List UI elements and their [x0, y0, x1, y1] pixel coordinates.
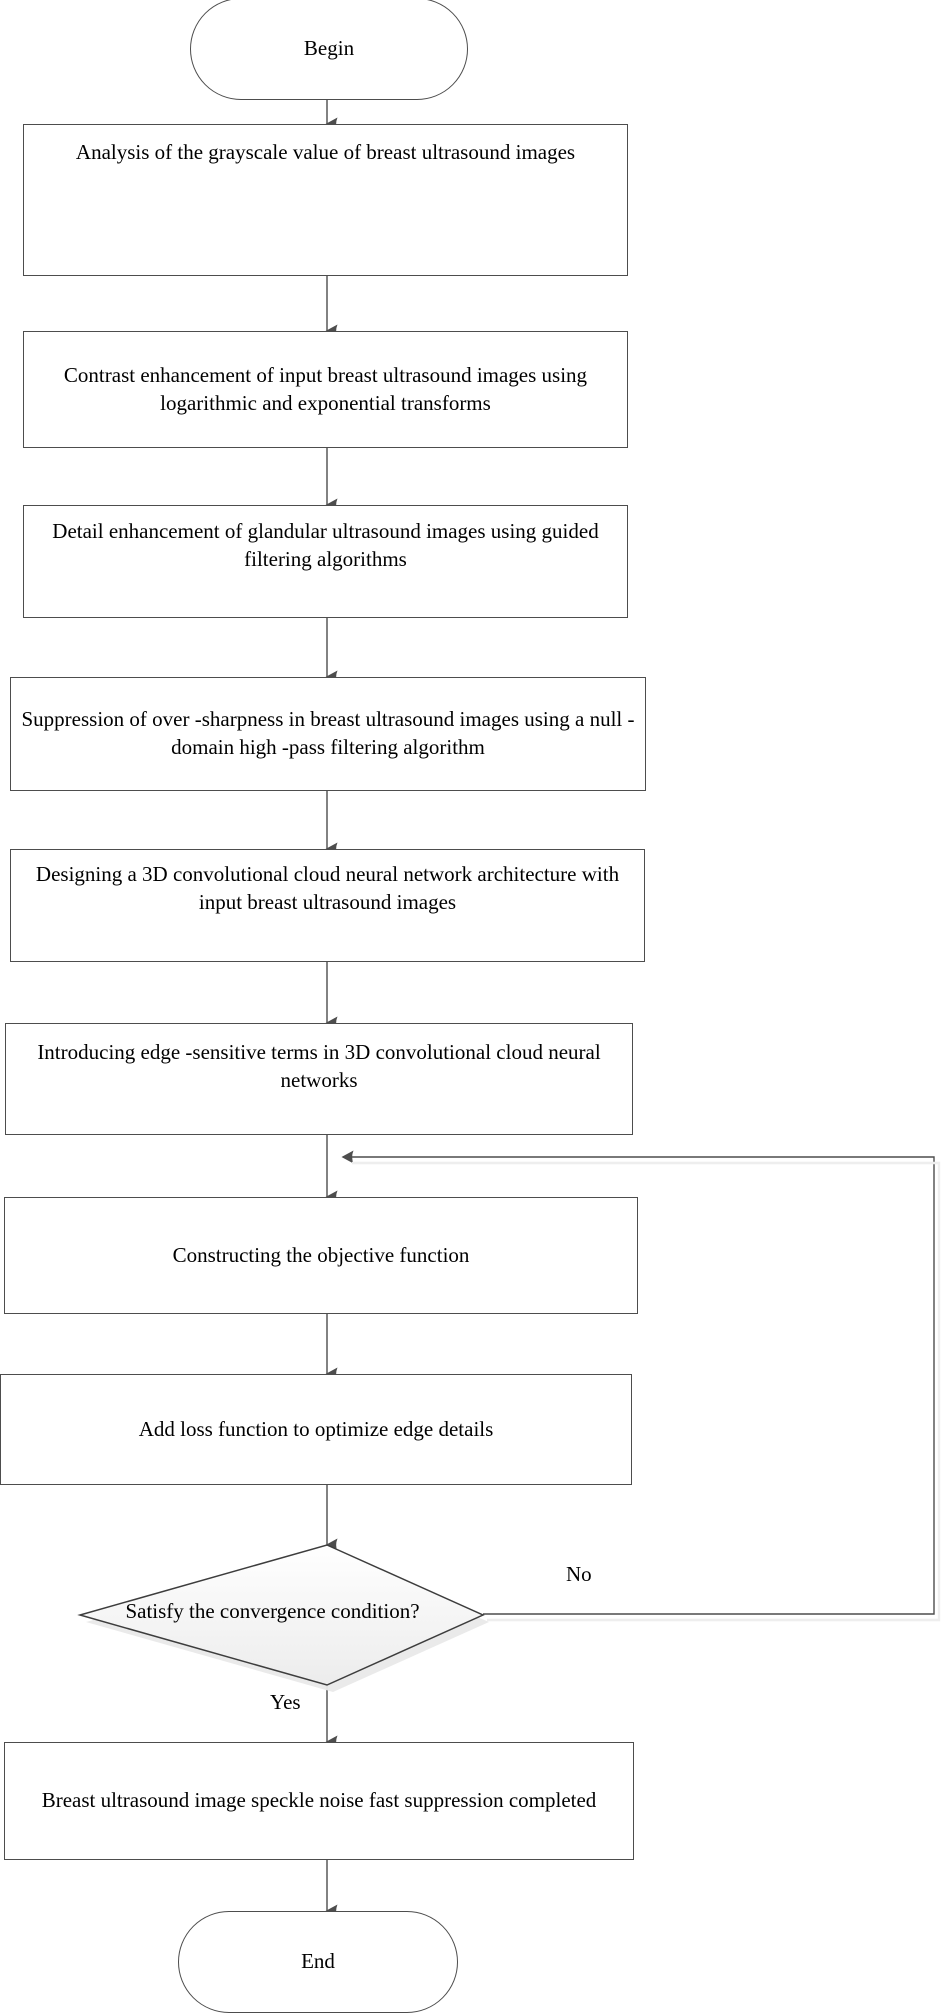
- node-step9[interactable]: Breast ultrasound image speckle noise fa…: [4, 1742, 634, 1860]
- node-decision[interactable]: Satisfy the convergence condition?: [70, 1535, 495, 1700]
- node-step9-label: Breast ultrasound image speckle noise fa…: [41, 1788, 597, 1813]
- node-step1[interactable]: Analysis of the grayscale value of breas…: [23, 124, 628, 276]
- decision-shape: [77, 1544, 489, 1692]
- node-step7[interactable]: Constructing the objective function: [4, 1197, 638, 1314]
- edge-label-yes: Yes: [270, 1690, 301, 1714]
- node-step6-label: Introducing edge -sensitive terms in 3D …: [37, 1040, 601, 1092]
- node-step4-label: Suppression of over -sharpness in breast…: [21, 707, 635, 759]
- edge-label-no-visible: No: [566, 1562, 592, 1586]
- node-step3[interactable]: Detail enhancement of glandular ultrasou…: [23, 505, 628, 618]
- node-end-label: End: [301, 1949, 335, 1974]
- node-step6[interactable]: Introducing edge -sensitive terms in 3D …: [5, 1023, 633, 1135]
- node-step4[interactable]: Suppression of over -sharpness in breast…: [10, 677, 646, 791]
- node-end[interactable]: End: [178, 1911, 458, 2013]
- node-step5[interactable]: Designing a 3D convolutional cloud neura…: [10, 849, 645, 962]
- node-step1-label: Analysis of the grayscale value of breas…: [75, 140, 576, 164]
- node-step7-label: Constructing the objective function: [172, 1242, 470, 1267]
- node-step5-label: Designing a 3D convolutional cloud neura…: [35, 862, 620, 914]
- node-step3-label: Detail enhancement of glandular ultrasou…: [52, 519, 599, 571]
- node-step2-label: Contrast enhancement of input breast ult…: [63, 362, 588, 415]
- node-begin-label: Begin: [303, 36, 355, 61]
- decision-polygon: [77, 1544, 485, 1686]
- node-step8[interactable]: Add loss function to optimize edge detai…: [0, 1374, 632, 1485]
- node-begin[interactable]: Begin: [190, 0, 468, 100]
- node-step2[interactable]: Contrast enhancement of input breast ult…: [23, 331, 628, 448]
- node-step8-label: Add loss function to optimize edge detai…: [138, 1416, 494, 1441]
